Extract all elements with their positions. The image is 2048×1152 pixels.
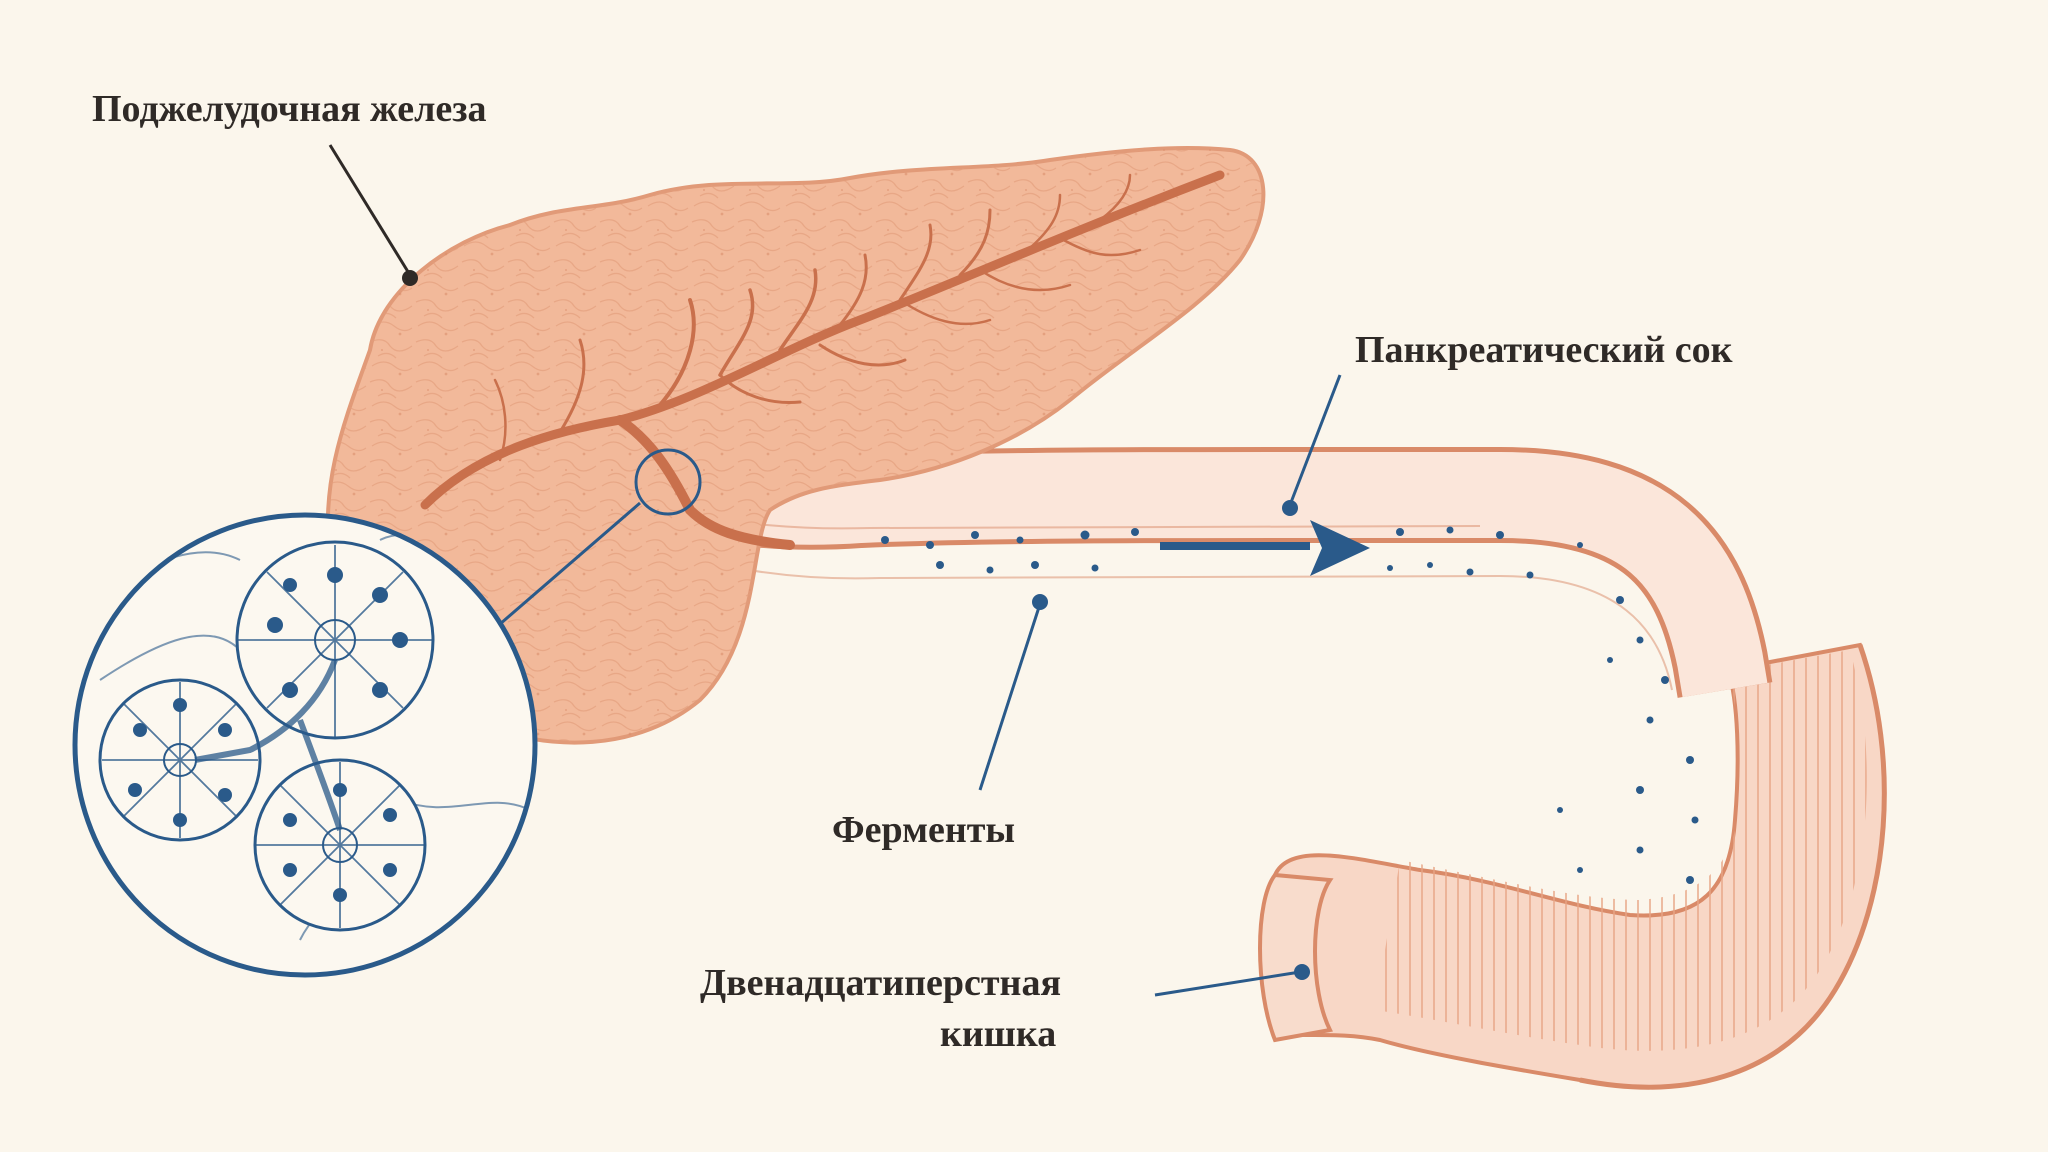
duodenum-end-cap xyxy=(1258,872,1334,1043)
acini-zoom-inset xyxy=(72,501,641,978)
pancreas-leader-dot xyxy=(402,270,418,286)
enzymes-leader-line xyxy=(978,603,1042,791)
juice-leader-line xyxy=(1288,374,1342,506)
pancreas-leader-line xyxy=(328,144,412,276)
flow-arrow xyxy=(1160,520,1370,576)
label-duodenum: Двенадцатиперстная кишка xyxy=(700,958,1150,1061)
arrow-head-icon xyxy=(1310,520,1370,576)
leader-lines xyxy=(328,144,1342,997)
enzymes-leader-dot xyxy=(1032,594,1048,610)
label-pancreas: Поджелудочная железа xyxy=(92,88,487,130)
cell-nuclei xyxy=(128,567,408,902)
tube-lumen-line-bottom xyxy=(699,559,1673,691)
label-duodenum-line1: Двенадцатиперстная xyxy=(700,962,1061,1004)
pancreas-lobule-texture xyxy=(327,148,1264,743)
acinus-cluster-3 xyxy=(253,758,427,932)
label-enzymes: Ферменты xyxy=(832,809,1016,851)
enzyme-particles xyxy=(881,526,1699,884)
pancreas xyxy=(325,146,1266,745)
acinus-cluster-2 xyxy=(98,678,262,842)
pancreatic-duct-tree xyxy=(420,170,1225,550)
juice-leader-dot xyxy=(1282,500,1298,516)
tube-inner xyxy=(645,437,1768,698)
pancreatic-duct-tube xyxy=(643,432,1773,884)
duodenum-inner-line xyxy=(1579,644,1887,1090)
duodenum-leader-line xyxy=(1154,970,1301,997)
duodenum-mucosa xyxy=(1375,650,1867,1051)
zoom-source-circle xyxy=(634,448,702,516)
duodenum xyxy=(1258,642,1887,1090)
ductule xyxy=(194,658,343,831)
label-duodenum-line2: кишка xyxy=(940,1013,1057,1056)
label-pancreatic-juice: Панкреатический сок xyxy=(1355,329,1733,371)
duodenum-leader-dot xyxy=(1294,964,1310,980)
